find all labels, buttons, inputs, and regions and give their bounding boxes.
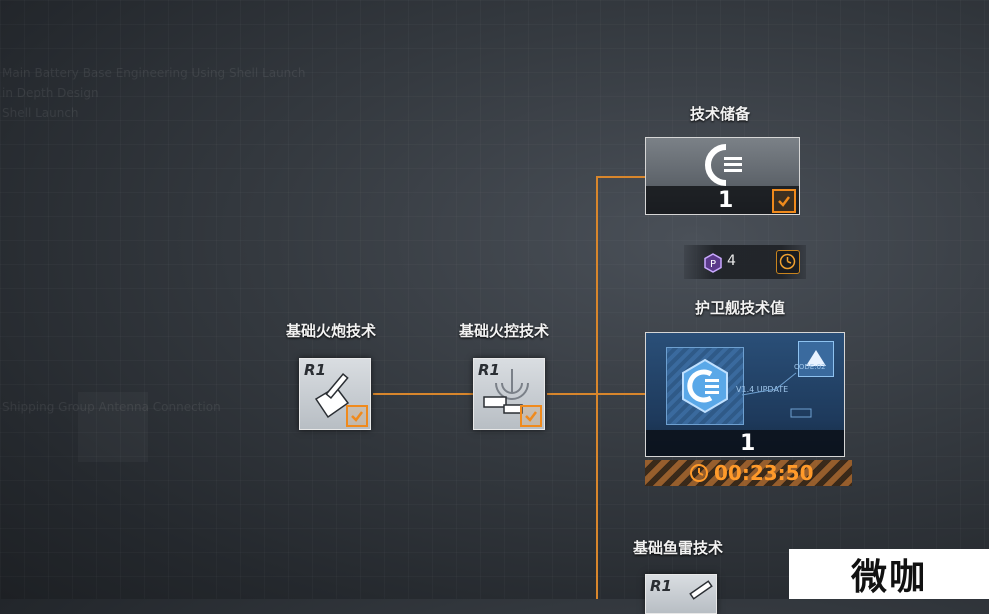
connector-line xyxy=(596,176,598,599)
screen-circuit-lines xyxy=(741,372,812,418)
torpedo-tech-label: 基础鱼雷技术 xyxy=(633,539,724,557)
completed-check-icon xyxy=(772,189,796,213)
fire-control-tech-label: 基础火控技术 xyxy=(459,322,550,340)
tech-point-icon: P xyxy=(704,253,722,273)
connector-line xyxy=(596,176,645,178)
connector-line xyxy=(373,393,473,395)
background-panel xyxy=(78,392,148,462)
torpedo-tech-node[interactable]: R1 xyxy=(645,574,717,614)
tech-reserve-card[interactable]: 1 xyxy=(645,137,800,215)
card-footer xyxy=(646,430,844,456)
cannon-tech-label: 基础火炮技术 xyxy=(286,322,377,340)
fire-control-tech-node[interactable]: R1 xyxy=(473,358,545,430)
escort-tech-label: 护卫舰技术值 xyxy=(695,299,786,317)
cost-value: 4 xyxy=(727,253,736,269)
rank-badge: R1 xyxy=(304,361,326,379)
escort-tech-count: 1 xyxy=(740,431,756,456)
tech-reserve-count: 1 xyxy=(718,188,734,213)
background-text: in Depth Design xyxy=(2,86,99,100)
tech-reserve-label: 技术储备 xyxy=(690,105,751,123)
timer-bar xyxy=(645,460,852,486)
background-text: Shell Launch xyxy=(2,106,79,120)
watermark-text: 微咖 xyxy=(850,557,927,598)
timer-text: 00:23:50 xyxy=(714,461,814,485)
screen-id: CODE:02 xyxy=(794,363,826,371)
cost-bar: P 4 xyxy=(684,245,806,279)
tech-reserve-emblem-icon xyxy=(705,144,742,186)
completed-check-icon xyxy=(346,405,368,427)
completed-check-icon xyxy=(520,405,542,427)
fire-control-radar-icon xyxy=(483,369,529,414)
screen-tag: V1.4 UPDATE xyxy=(736,385,789,394)
svg-text:P: P xyxy=(710,259,716,270)
escort-tech-card[interactable]: CODE:02 V1.4 UPDATE 1 xyxy=(645,332,845,457)
background-text: Shipping Group Antenna Connection xyxy=(2,400,221,414)
escort-emblem-panel xyxy=(666,347,744,425)
watermark: 微咖 xyxy=(789,549,989,599)
background-grid xyxy=(0,0,989,599)
speedup-clock-icon[interactable] xyxy=(776,250,800,274)
escort-emblem-icon xyxy=(682,358,728,414)
rank-badge: R1 xyxy=(650,577,672,595)
up-arrow-icon xyxy=(798,341,834,377)
cannon-tech-node[interactable]: R1 xyxy=(299,358,371,430)
torpedo-icon xyxy=(689,580,713,600)
cannon-icon xyxy=(314,373,350,419)
background-text: Main Battery Base Engineering Using Shel… xyxy=(2,66,306,80)
rank-badge: R1 xyxy=(478,361,500,379)
timer-clock-icon xyxy=(690,464,708,482)
